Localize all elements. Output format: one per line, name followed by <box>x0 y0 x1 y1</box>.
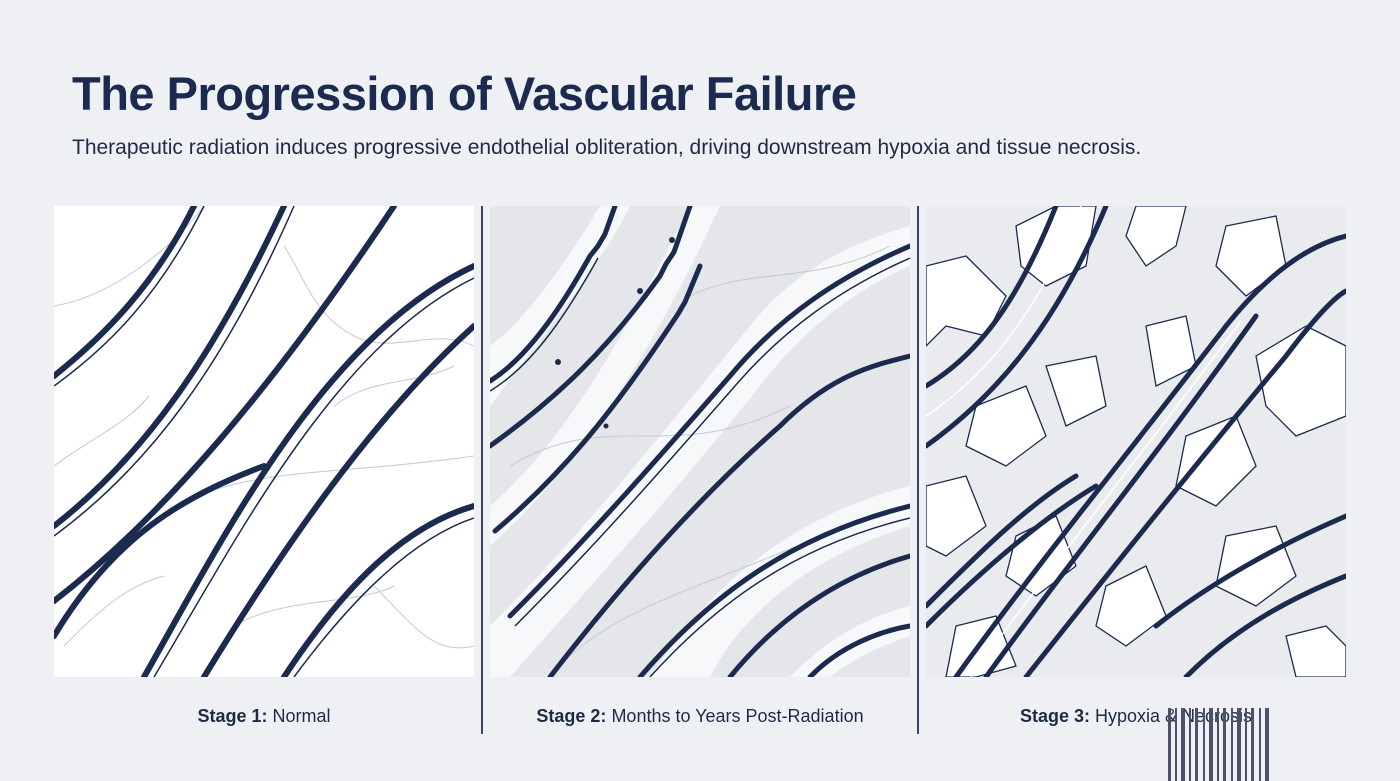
page-title: The Progression of Vascular Failure <box>72 67 857 120</box>
page-subtitle: Therapeutic radiation induces progressiv… <box>72 136 1142 159</box>
stage-1-label: Stage 1: <box>197 706 268 726</box>
panel-divider-2 <box>917 206 919 734</box>
stage-3-caption: Stage 3: Hypoxia & Necrosis <box>926 706 1346 727</box>
stage-2-illustration <box>490 206 910 677</box>
stage-3-label: Stage 3: <box>1019 706 1090 726</box>
stage-1-illustration <box>54 206 474 677</box>
panel-divider-1 <box>481 206 483 734</box>
necrotic-tissue-drawing <box>926 206 1346 677</box>
stage-1-text: Normal <box>272 706 331 726</box>
normal-vessels-drawing <box>54 206 474 677</box>
damaged-vessels-drawing <box>490 206 910 677</box>
stage-1-caption: Stage 1: Normal <box>54 706 474 727</box>
stage-2-caption: Stage 2: Months to Years Post-Radiation <box>490 706 910 727</box>
barcode-graphic <box>1168 708 1269 781</box>
stage-2-label: Stage 2: <box>536 706 607 726</box>
stage-2-text: Months to Years Post-Radiation <box>611 706 864 726</box>
stage-3-illustration <box>926 206 1346 677</box>
